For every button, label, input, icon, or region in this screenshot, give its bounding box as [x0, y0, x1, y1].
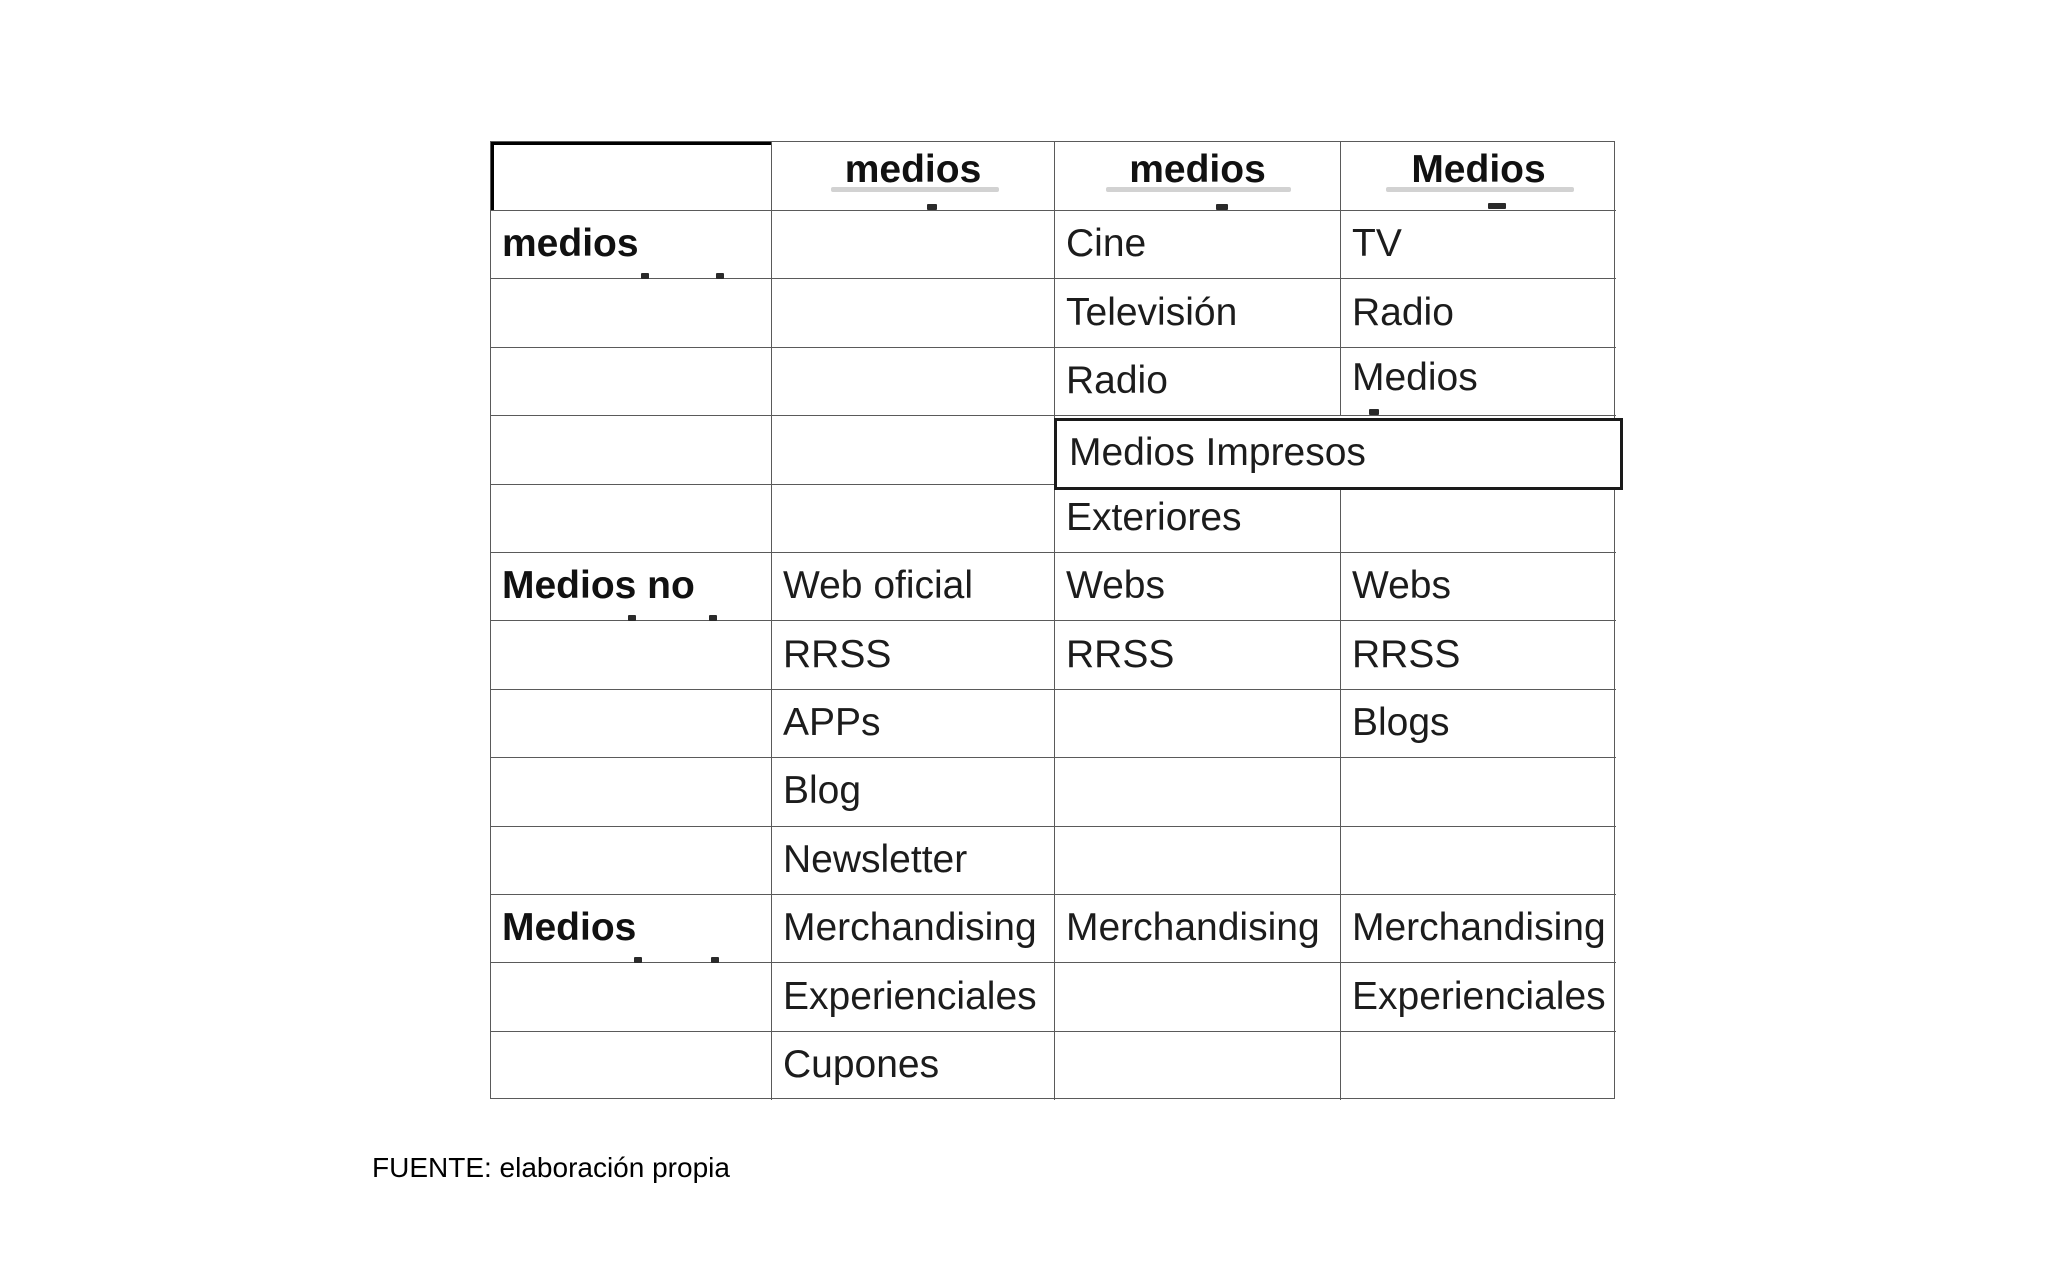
table-cell: Merchandising — [1341, 895, 1616, 964]
table-cell — [1055, 758, 1341, 827]
table-cell: Webs — [1055, 552, 1341, 622]
table-cell — [1341, 485, 1616, 553]
table-cell: Radio — [1055, 347, 1341, 417]
media-types-table: medios medios Medios medios Cine TV Tele… — [490, 141, 1623, 1101]
table-cell: Radio — [1341, 279, 1616, 348]
clipped-text-fragment — [927, 204, 937, 210]
source-note: FUENTE: elaboración propia — [372, 1152, 730, 1183]
row-header-cell: medios — [491, 211, 772, 280]
corner-cell — [491, 142, 772, 211]
table-cell — [1055, 963, 1341, 1032]
table-cell: Exteriores — [1055, 484, 1341, 553]
clipped-text-fragment — [1106, 187, 1291, 192]
row-header-cell — [491, 689, 772, 759]
table-cell — [772, 211, 1055, 280]
table-cell: Experienciales — [772, 963, 1055, 1032]
table-cell: Blogs — [1341, 690, 1616, 759]
clipped-text-fragment — [1386, 187, 1574, 192]
row-header-cell — [491, 279, 772, 348]
table-cell: Cine — [1055, 211, 1341, 280]
clipped-text-fragment — [709, 615, 717, 621]
table-cell — [772, 347, 1055, 417]
table-cell: RRSS — [1341, 621, 1616, 690]
table-cell: Blog — [772, 758, 1055, 827]
clipped-text-fragment — [831, 187, 999, 192]
clipped-text-fragment — [1488, 203, 1506, 209]
row-header-cell — [491, 484, 772, 553]
row-header-cell: Medios — [491, 894, 772, 964]
table-cell — [1055, 1031, 1341, 1101]
table-cell — [1341, 827, 1616, 895]
table-cell — [772, 279, 1055, 348]
table-cell: APPs — [772, 689, 1055, 759]
table-cell — [1055, 689, 1341, 759]
column-header-cell: Medios — [1341, 142, 1616, 211]
table-cell: Merchandising — [772, 894, 1055, 964]
table-cell: TV — [1341, 211, 1616, 280]
row-header-cell — [491, 963, 772, 1032]
merged-cell-medios-impresos: Medios Impresos — [1054, 418, 1623, 490]
row-header-cell — [491, 621, 772, 690]
column-header-cell: medios — [772, 142, 1055, 211]
clipped-text-fragment — [1216, 204, 1228, 210]
clipped-text-fragment — [1369, 409, 1379, 415]
row-header-cell — [491, 1031, 772, 1101]
row-header-cell: Medios no — [491, 552, 772, 622]
table-cell: Cupones — [772, 1031, 1055, 1101]
row-header-cell — [491, 826, 772, 895]
table-cell: Webs — [1341, 553, 1616, 622]
table-cell — [772, 416, 1055, 485]
column-header-cell: medios — [1055, 142, 1341, 211]
clipped-text-fragment — [641, 273, 649, 279]
clipped-text-fragment — [716, 273, 724, 279]
row-header-cell — [491, 416, 772, 485]
table-cell — [772, 484, 1055, 553]
table-cell: Web oficial — [772, 552, 1055, 622]
clipped-text-fragment — [711, 957, 719, 963]
table-cell: Televisión — [1055, 279, 1341, 348]
row-header-cell — [491, 758, 772, 827]
row-header-cell — [491, 347, 772, 417]
table-cell: Newsletter — [772, 826, 1055, 895]
table-cell: Medios — [1341, 348, 1616, 417]
table-cell: Experienciales — [1341, 963, 1616, 1032]
table-cell: Merchandising — [1055, 894, 1341, 964]
clipped-text-fragment — [628, 615, 636, 621]
table-cell: RRSS — [1055, 621, 1341, 690]
table-cell — [1341, 758, 1616, 827]
table-cell: RRSS — [772, 621, 1055, 690]
table-cell — [1055, 826, 1341, 895]
clipped-text-fragment — [634, 957, 642, 963]
table-cell — [1341, 1032, 1616, 1100]
